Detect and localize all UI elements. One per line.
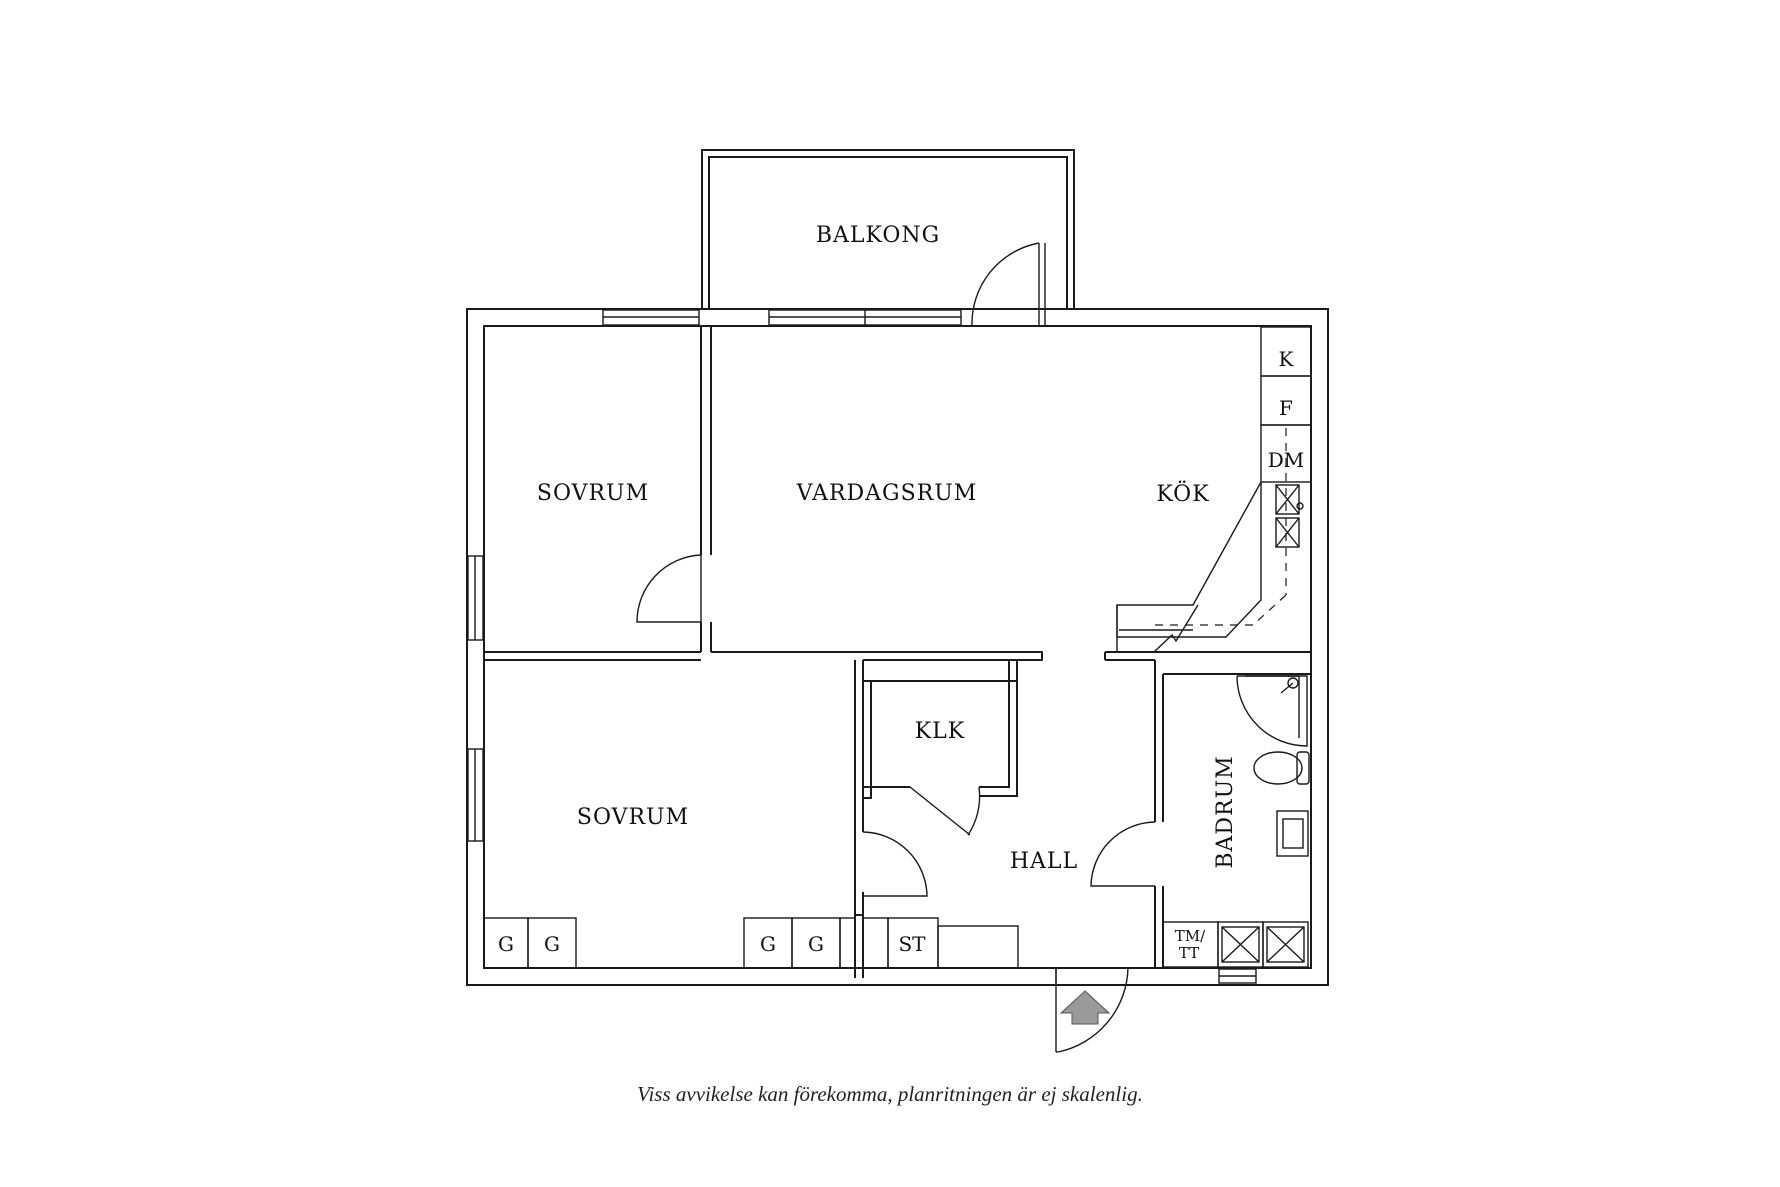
kitchen-counter (1116, 326, 1312, 653)
room-label-sovrum-top: SOVRUM (537, 481, 649, 506)
doors (636, 242, 1156, 1053)
room-label-balkong: BALKONG (816, 223, 940, 248)
room-label-klk: KLK (915, 719, 965, 744)
balcony (701, 149, 1075, 309)
fixture-label-g3: G (760, 932, 776, 956)
fixture-label-g2: G (544, 932, 560, 956)
windows (467, 309, 1257, 984)
fixture-label-g1: G (498, 932, 514, 956)
room-label-vardagsrum: VARDAGSRUM (796, 481, 978, 506)
room-label-sovrum-bottom: SOVRUM (577, 805, 689, 830)
fixture-label-tt: TT (1179, 944, 1199, 962)
fixture-label-st: ST (898, 932, 926, 956)
fixture-label-tm: TM/ (1175, 927, 1206, 945)
outer-walls (466, 308, 1329, 986)
interior-walls (484, 326, 1311, 978)
room-label-hall: HALL (1010, 849, 1078, 874)
fixture-label-dm: DM (1268, 448, 1305, 472)
fixture-label-k: K (1279, 347, 1295, 371)
room-label-kok: KÖK (1156, 480, 1209, 507)
wardrobes (483, 917, 1019, 969)
bathroom-fixtures (1162, 675, 1310, 968)
fixture-label-f: F (1279, 396, 1293, 420)
fixture-label-g4: G (808, 932, 824, 956)
plan-disclaimer: Viss avvikelse kan förekomma, planritnin… (637, 1082, 1143, 1106)
room-label-badrum: BADRUM (1213, 755, 1238, 868)
entrance-arrow (1059, 990, 1111, 1025)
